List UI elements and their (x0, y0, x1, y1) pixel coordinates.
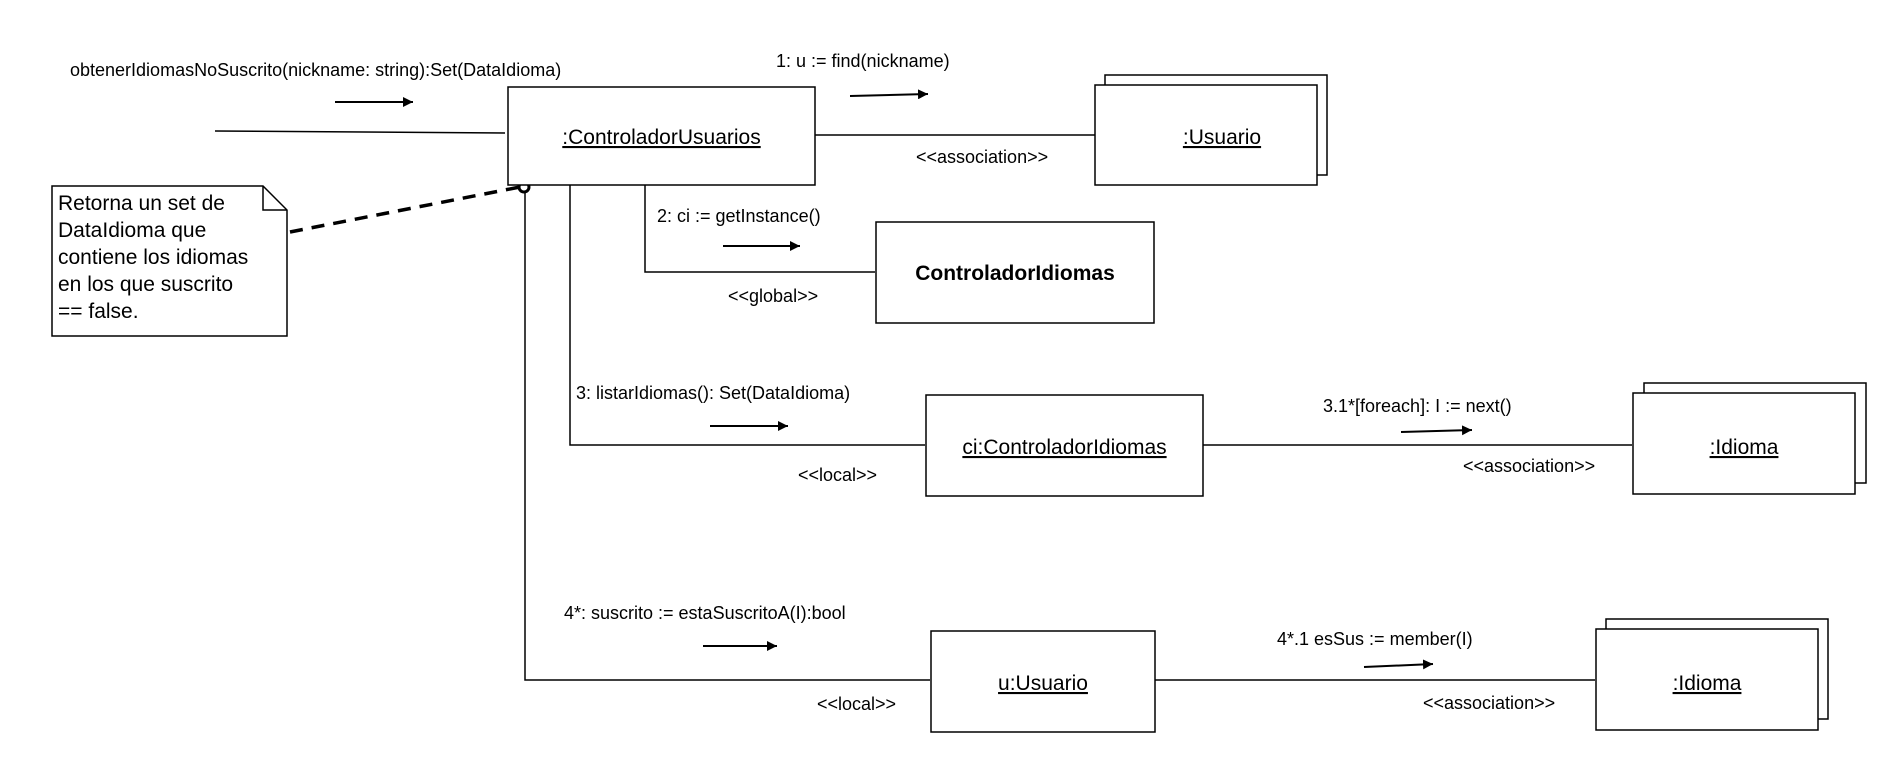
stereotype-global: <<global>> (728, 286, 818, 306)
message-1-arrow (849, 89, 929, 100)
object-label: :ControladorUsuarios (562, 126, 760, 149)
class-controlador-idiomas[interactable]: ControladorIdiomas (875, 221, 1155, 324)
object-label: ci:ControladorIdiomas (962, 436, 1166, 459)
stereotype-association-idioma-2: <<association>> (1423, 693, 1555, 713)
note: Retorna un set de DataIdioma que contien… (51, 185, 288, 337)
stereotype-local-ci: <<local>> (798, 465, 877, 485)
note-line-1: Retorna un set de (58, 192, 225, 215)
message-1-label: 1: u := find(nickname) (776, 51, 950, 71)
object-controlador-usuarios[interactable]: :ControladorUsuarios (507, 86, 816, 186)
object-u-usuario[interactable]: u:Usuario (930, 630, 1156, 733)
object-label: u:Usuario (998, 672, 1088, 695)
object-label: :Idioma (1673, 672, 1742, 695)
link-u-usuario (524, 185, 930, 681)
object-label: :Idioma (1710, 436, 1779, 459)
message-3-1-arrow (1400, 425, 1473, 436)
object-label: :Usuario (1183, 126, 1261, 149)
multiobject-idioma-1[interactable]: :Idioma (1632, 382, 1867, 495)
note-line-4: en los que suscrito (58, 273, 233, 296)
object-ci-controlador-idiomas[interactable]: ci:ControladorIdiomas (925, 394, 1204, 497)
entry-link (214, 130, 506, 134)
stereotype-association-usuario: <<association>> (916, 147, 1048, 167)
message-4-1-arrow (1363, 659, 1434, 670)
link-ci-controlador-idiomas (569, 185, 925, 446)
note-anchor-line (289, 185, 521, 234)
multiobject-idioma-2[interactable]: :Idioma (1595, 618, 1829, 731)
note-line-2: DataIdioma que (58, 219, 206, 242)
stereotype-association-idioma-1: <<association>> (1463, 456, 1595, 476)
link-controlador-idiomas (644, 185, 875, 273)
message-4-label: 4*: suscrito := estaSuscritoA(I):bool (564, 603, 846, 623)
entry-message-label: obtenerIdiomasNoSuscrito(nickname: strin… (70, 60, 561, 80)
message-3-1-label: 3.1*[foreach]: I := next() (1323, 396, 1512, 416)
stereotype-local-u: <<local>> (817, 694, 896, 714)
multiobject-usuario[interactable]: :Usuario (1094, 74, 1328, 186)
class-label: ControladorIdiomas (915, 262, 1115, 285)
note-line-5: == false. (58, 300, 139, 323)
message-2-label: 2: ci := getInstance() (657, 206, 821, 226)
message-3-label: 3: listarIdiomas(): Set(DataIdioma) (576, 383, 850, 403)
note-line-3: contiene los idiomas (58, 246, 248, 269)
message-4-1-label: 4*.1 esSus := member(I) (1277, 629, 1473, 649)
